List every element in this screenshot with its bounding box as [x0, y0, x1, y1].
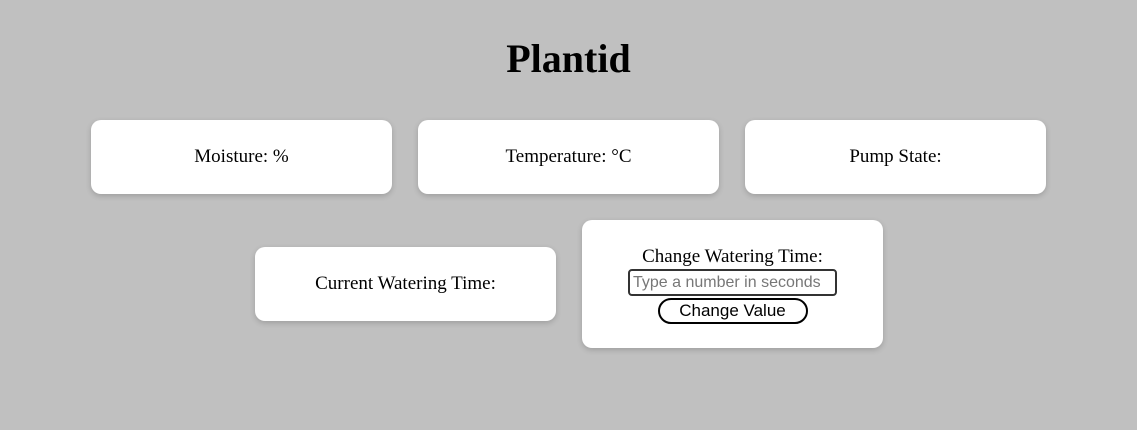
page-title: Plantid [506, 36, 631, 81]
change-watering-time-label: Change Watering Time: [642, 246, 823, 267]
moisture-card: Moisture: % [91, 120, 392, 194]
change-value-button[interactable]: Change Value [657, 298, 808, 324]
pump-state-card: Pump State: [745, 120, 1046, 194]
temperature-card: Temperature: °C [418, 120, 719, 194]
current-watering-time-label: Current Watering Time: [315, 273, 496, 294]
watering-time-input[interactable] [628, 269, 837, 296]
current-watering-time-card: Current Watering Time: [255, 247, 556, 321]
pump-state-label: Pump State: [849, 146, 942, 167]
moisture-label: Moisture: % [194, 146, 289, 167]
change-watering-time-card: Change Watering Time: Change Value [582, 220, 883, 348]
temperature-label: Temperature: °C [505, 146, 632, 167]
